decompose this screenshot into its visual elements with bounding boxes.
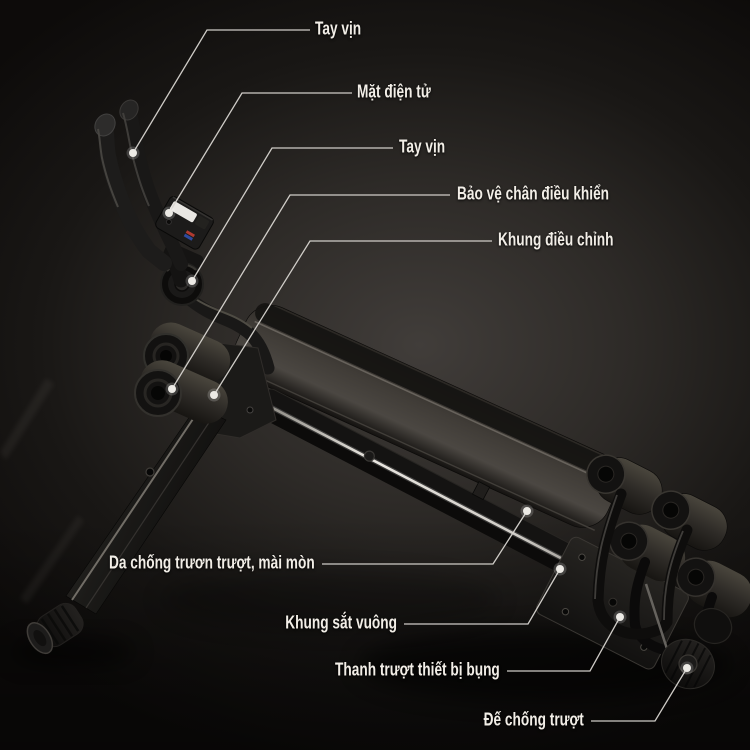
callout-line-3: [191, 147, 393, 282]
display-console: [155, 196, 214, 250]
bench-pad: [233, 303, 621, 531]
callout-line-1: [132, 29, 310, 154]
callout-lines: [132, 29, 688, 722]
callout-line-7: [404, 568, 561, 625]
callout-line-8: [507, 616, 621, 672]
callout-dots: [126, 146, 694, 675]
callout-label-leg-protection: Bảo vệ chân điều khiển: [457, 183, 610, 204]
callout-label-antislip-base: Đế chống trượt: [483, 709, 584, 730]
callout-line-5: [213, 240, 492, 396]
front-leg: [65, 405, 227, 615]
display-screen: [169, 201, 197, 223]
callout-dot-8: [613, 610, 627, 624]
callout-dot-5: [207, 388, 221, 402]
callout-dot-1: [126, 146, 140, 160]
callout-label-square-frame: Khung sắt vuông: [285, 612, 397, 633]
callout-dot-6: [520, 504, 534, 518]
foam-rollers-upper: [586, 454, 728, 551]
callout-line-6: [322, 510, 528, 565]
callout-line-4: [171, 194, 450, 390]
callout-label-antislip-leather: Da chống trươn trượt, mài mòn: [109, 552, 315, 573]
light-streaks: [0, 378, 84, 604]
rear-foot-cap: [661, 638, 715, 690]
front-foot-cap: [26, 602, 84, 655]
logo-blue-stripe: [183, 233, 193, 241]
logo-red-stripe: [185, 230, 195, 238]
callout-dot-2: [162, 206, 176, 220]
u-slide-bars: [592, 488, 693, 640]
handlebar: [94, 99, 189, 288]
foam-rollers-lower: [609, 521, 750, 657]
knee-rollers: [134, 322, 231, 424]
callout-dot-3: [185, 274, 199, 288]
callout-dot-7: [553, 562, 567, 576]
rear-feet: [644, 583, 733, 690]
callout-line-9: [591, 667, 688, 722]
callout-label-handrail-top: Tay vịn: [315, 18, 362, 39]
callout-label-electronic-meter: Mặt điện tử: [357, 81, 431, 102]
callout-line-2: [168, 92, 352, 214]
callout-label-handrail-lower: Tay vịn: [399, 136, 446, 157]
ab-trainer-machine: [26, 99, 750, 690]
callout-label-slide-bar: Thanh trượt thiết bị bụng: [335, 659, 500, 680]
callout-dot-4: [165, 382, 179, 396]
callout-label-adjustment-frame: Khung điều chỉnh: [498, 229, 614, 250]
callout-dot-9: [680, 661, 694, 675]
